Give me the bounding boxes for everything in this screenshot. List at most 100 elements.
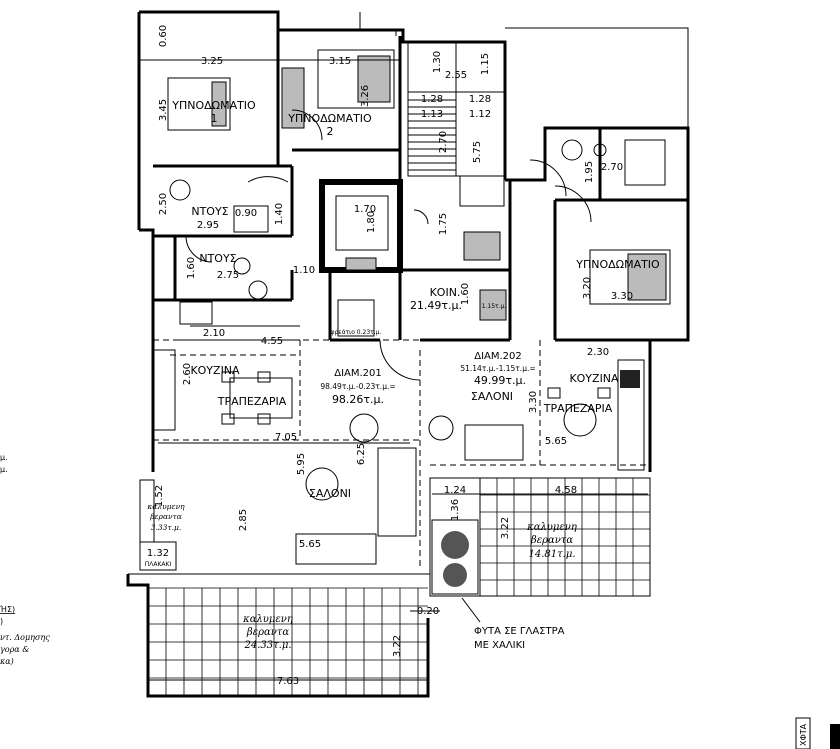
- dim-0-20: 0.20: [417, 606, 439, 617]
- dim-2-70b: 2.70: [601, 162, 623, 173]
- wardrobes: [281, 67, 377, 271]
- dim-2-85: 2.85: [238, 509, 249, 531]
- apt201-area: 98.26τ.μ.: [332, 393, 384, 406]
- dining2-label: ΤΡΑΠΕΖΑΡΙΑ: [543, 402, 613, 415]
- dim-3-30b: 3.30: [528, 391, 539, 413]
- planter: [431, 519, 481, 623]
- dim-2-30: 2.30: [587, 347, 609, 358]
- apt202-calc: 51.14τ.μ.-1.15τ.μ.=: [460, 364, 535, 373]
- dining1-label: ΤΡΑΠΕΖΑΡΙΑ: [217, 395, 287, 408]
- doors: [185, 109, 592, 381]
- dim-2-60: 2.60: [182, 363, 193, 385]
- dim-5-75: 5.75: [472, 141, 483, 163]
- bedroom2-num: 2: [327, 125, 334, 138]
- dim-4-58: 4.58: [555, 485, 577, 496]
- dim-2-70: 2.70: [438, 131, 449, 153]
- apt201-title: ΔΙΑΜ.201: [334, 368, 382, 379]
- dim-1-75: 1.75: [438, 213, 449, 235]
- dim-1-52: 1.52: [154, 485, 165, 507]
- dim-1-70: 1.70: [354, 204, 376, 215]
- dim-3-22a: 3.22: [500, 517, 511, 539]
- edge-texts: μ. μ. ΉΣ) ) ντ. Δομησης γορα & κα) ΧΦΤΑ: [0, 453, 840, 749]
- furniture: [221, 371, 611, 565]
- edge-text-4: γορα &: [0, 645, 29, 654]
- shaft2-label: 1.15τ.μ.: [482, 303, 507, 310]
- dim-6-25: 6.25: [356, 443, 367, 465]
- veranda-right-area: 14.81τ.μ.: [528, 549, 575, 560]
- veranda-large-l1: καλυμενη: [242, 614, 293, 625]
- apt201-calc: 98.49τ.μ.-0.23τ.μ.=: [320, 382, 395, 391]
- edge-text-5: κα): [0, 657, 14, 666]
- bedroom2-label: ΥΠΝΟΔΩΜΑΤΙΟ: [287, 112, 372, 125]
- dim-2-10: 2.10: [203, 328, 225, 339]
- living2-label: ΣΑΛΟΝΙ: [471, 390, 513, 403]
- dim-1-13: 1.13: [421, 109, 443, 120]
- plants-note-l1: ΦΥΤΑ ΣΕ ΓΛΑΣΤΡΑ: [474, 626, 565, 637]
- dim-3-25: 3.25: [201, 56, 223, 67]
- bedroom1-label: ΥΠΝΟΔΩΜΑΤΙΟ: [171, 99, 256, 112]
- veranda-large-l2: βεραντα: [246, 627, 289, 638]
- bath-fixtures: [169, 139, 666, 300]
- common-label: ΚΟΙΝ.: [430, 286, 461, 299]
- edge-text-2: ): [0, 617, 3, 626]
- veranda-small-l1: καλυμενη: [146, 502, 185, 511]
- veranda-right-l2: βεραντα: [530, 535, 573, 546]
- dim-3-45: 3.45: [158, 99, 169, 121]
- dim-5-65a: 5.65: [545, 436, 567, 447]
- dim-1-36: 1.36: [450, 499, 461, 521]
- dim-3-15: 3.15: [329, 56, 351, 67]
- edge-text-7: μ.: [0, 465, 8, 474]
- dim-3-30: 3.30: [611, 291, 633, 302]
- verandas: [126, 477, 651, 698]
- dim-1-15: 1.15: [480, 53, 491, 75]
- kitchen2-label: ΚΟΥΖΙΝΑ: [569, 372, 619, 385]
- kitchen-counters: [152, 301, 645, 471]
- kitchen1-label: ΚΟΥΖΙΝΑ: [190, 364, 240, 377]
- veranda-large-area: 24.33τ.μ.: [243, 640, 291, 651]
- dim-1-30: 1.30: [432, 51, 443, 73]
- common-area: 21.49τ.μ.: [410, 299, 462, 312]
- wc1-label: ΝΤΟΥΣ: [191, 205, 228, 218]
- outer-walls: [137, 10, 690, 472]
- dim-1-32: 1.32: [147, 548, 169, 559]
- dimension-lines: [139, 59, 648, 681]
- apt202-title: ΔΙΑΜ.202: [474, 351, 522, 362]
- veranda-small-l2: βεραντα: [149, 512, 182, 521]
- stair: [337, 41, 507, 337]
- dim-1-60a: 1.60: [186, 257, 197, 279]
- dim-1-28b: 1.28: [469, 94, 491, 105]
- beds: [167, 49, 671, 305]
- plants-note-l2: ΜΕ ΧΑΛΙΚΙ: [474, 640, 525, 651]
- left-strip-label: ΠΛΑΚΑΚΙ: [145, 561, 172, 568]
- dim-0-60: 0.60: [158, 25, 169, 47]
- dim-0-90: 0.90: [235, 208, 257, 219]
- dim-1-10: 1.10: [293, 265, 315, 276]
- dimension-texts: 0.60 3.25 3.15 3.45 3.26 1.30 2.55 1.15 …: [147, 25, 633, 687]
- dim-1-60b: 1.60: [460, 283, 471, 305]
- shaft1-label: φρεάτιο 0.23τ.μ.: [331, 329, 382, 336]
- dim-2-55: 2.55: [445, 70, 467, 81]
- edge-text-8: ΧΦΤΑ: [799, 723, 808, 746]
- dim-1-12: 1.12: [469, 109, 491, 120]
- dim-1-24: 1.24: [444, 485, 466, 496]
- dim-5-95: 5.95: [296, 453, 307, 475]
- dim-2-50: 2.50: [158, 193, 169, 215]
- bedroom1-num: 1: [211, 112, 218, 125]
- dim-3-22b: 3.22: [392, 635, 403, 657]
- edge-text-1: ΉΣ): [0, 604, 15, 614]
- veranda-small-area: 3.33τ.μ.: [151, 523, 182, 532]
- dim-1-80: 1.80: [366, 211, 377, 233]
- interior-walls: [153, 30, 688, 342]
- living1-label: ΣΑΛΟΝΙ: [309, 487, 351, 500]
- dim-2-75: 2.75: [217, 270, 239, 281]
- dim-7-05: 7.05: [275, 432, 297, 443]
- edge-text-6: μ.: [0, 453, 8, 462]
- dim-3-20: 3.20: [582, 277, 593, 299]
- apt202-area: 49.99τ.μ.: [474, 374, 526, 387]
- dim-3-26: 3.26: [360, 85, 371, 107]
- dim-1-95: 1.95: [584, 161, 595, 183]
- dim-2-95: 2.95: [197, 220, 219, 231]
- dim-4-55: 4.55: [261, 336, 283, 347]
- dim-5-65b: 5.65: [299, 539, 321, 550]
